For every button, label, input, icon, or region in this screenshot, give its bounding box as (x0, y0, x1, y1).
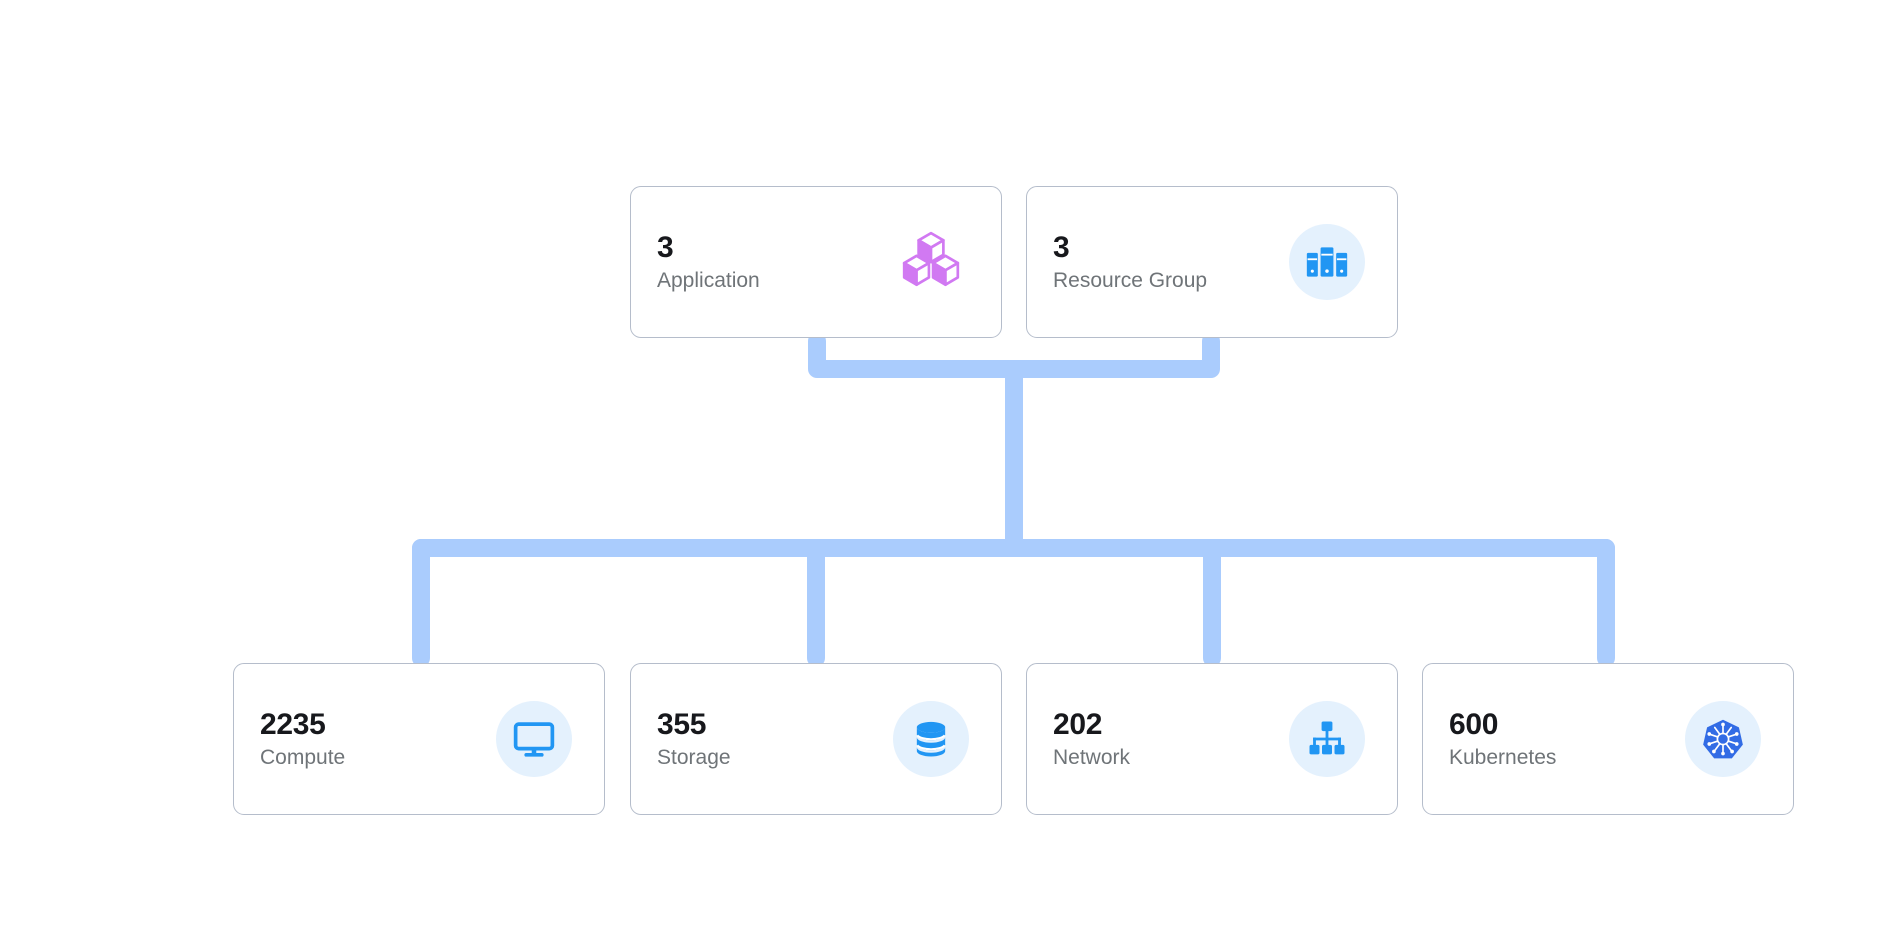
card-storage[interactable]: 355 Storage (630, 663, 1002, 815)
card-storage-icon-wrap (893, 701, 969, 777)
card-compute-text: 2235 Compute (260, 708, 345, 770)
card-network-text: 202 Network (1053, 708, 1130, 770)
card-compute-icon-wrap (496, 701, 572, 777)
card-storage-text: 355 Storage (657, 708, 731, 770)
card-kubernetes-value: 600 (1449, 707, 1499, 741)
connector-resource-group-to-trunk (1005, 332, 1220, 378)
card-resource-group-label: Resource Group (1053, 268, 1208, 292)
card-storage-value: 355 (657, 707, 707, 741)
card-application[interactable]: 3 Application (630, 186, 1002, 338)
card-resource-group-text: 3 Resource Group (1053, 231, 1207, 293)
card-network-icon-wrap (1289, 701, 1365, 777)
server-rack-icon (1306, 247, 1348, 277)
card-application-value: 3 (657, 230, 674, 264)
card-application-text: 3 Application (657, 231, 760, 293)
card-resource-group-value: 3 (1053, 230, 1070, 264)
card-network-label: Network (1053, 745, 1131, 769)
card-network[interactable]: 202 Network (1026, 663, 1398, 815)
card-compute-label: Compute (260, 745, 346, 769)
card-compute-value: 2235 (260, 707, 326, 741)
card-network-value: 202 (1053, 707, 1103, 741)
card-resource-group-icon-wrap (1289, 224, 1365, 300)
card-kubernetes[interactable]: 600 Kubernetes (1422, 663, 1794, 815)
card-resource-group[interactable]: 3 Resource Group (1026, 186, 1398, 338)
card-application-icon-wrap (893, 224, 969, 300)
card-kubernetes-label: Kubernetes (1449, 745, 1557, 769)
card-kubernetes-text: 600 Kubernetes (1449, 708, 1556, 770)
card-application-label: Application (657, 268, 760, 292)
card-compute[interactable]: 2235 Compute (233, 663, 605, 815)
card-storage-label: Storage (657, 745, 731, 769)
cubes-icon (902, 231, 960, 287)
connector-application-to-trunk (808, 332, 1023, 378)
monitor-icon (513, 722, 555, 757)
sitemap-icon (1309, 721, 1345, 755)
card-kubernetes-icon-wrap (1685, 701, 1761, 777)
kubernetes-icon (1703, 719, 1743, 759)
database-icon (916, 721, 946, 757)
